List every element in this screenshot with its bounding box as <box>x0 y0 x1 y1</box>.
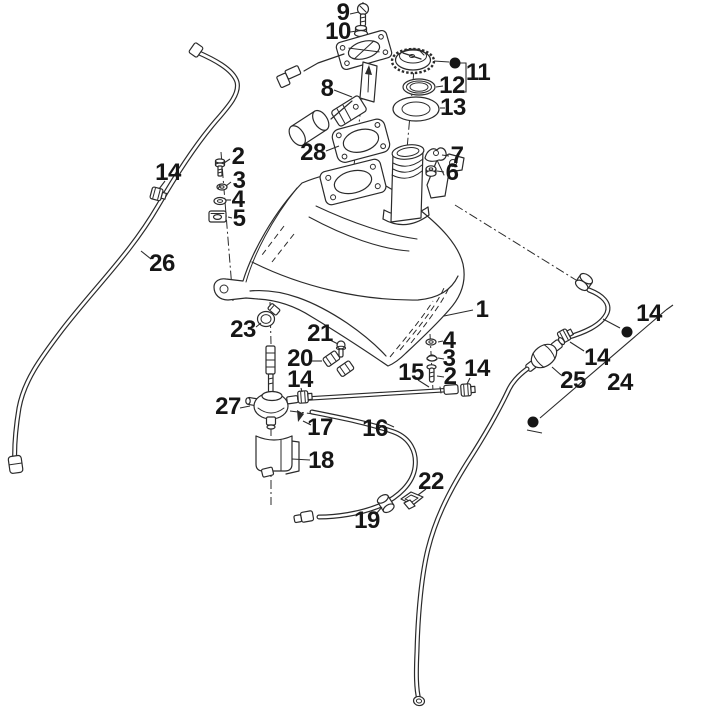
left-fasteners <box>208 158 228 223</box>
clip-17-marker <box>297 410 304 422</box>
grommet-19 <box>376 494 395 514</box>
filler-ring-13 <box>392 96 440 122</box>
part-callout-20: 20 <box>287 345 313 372</box>
part-callout-3: 3 <box>442 345 456 372</box>
breather-hose-26 <box>7 42 238 474</box>
selection-dot <box>449 57 461 69</box>
part-callout-11: 11 <box>465 59 491 86</box>
washer-4-right <box>425 338 437 346</box>
sender-plate <box>335 29 393 71</box>
sender-body <box>288 61 378 147</box>
cap-gasket-12 <box>402 78 436 96</box>
part-callout-28: 28 <box>300 139 326 166</box>
part-callout-7: 7 <box>450 142 464 169</box>
part-callout-14: 14 <box>636 300 662 327</box>
part-callout-8: 8 <box>320 75 334 102</box>
sender-gasket-28 <box>331 118 391 163</box>
nut-3-right <box>426 354 438 362</box>
part-callout-1: 1 <box>475 296 489 323</box>
hose-clamp-14-center <box>297 390 313 404</box>
screw-2-right <box>426 364 437 383</box>
part-callout-2: 2 <box>443 363 457 390</box>
sender-connector <box>276 65 302 89</box>
part-callout-21: 21 <box>307 320 333 347</box>
part-callout-14: 14 <box>155 159 181 186</box>
part-callout-4: 4 <box>231 186 245 213</box>
part-callout-24: 24 <box>607 369 633 396</box>
fuel-tap-assembly <box>245 303 355 478</box>
part-callout-14: 14 <box>464 355 490 382</box>
spring-washer-3-left <box>216 183 228 191</box>
part-callout-23: 23 <box>230 316 256 343</box>
leader-lines <box>140 11 621 515</box>
part-callout-10: 10 <box>325 18 351 45</box>
part-callout-14: 14 <box>287 366 313 393</box>
part-callout-15: 15 <box>398 359 424 386</box>
part-callout-18: 18 <box>308 447 334 474</box>
fuel-tank-1 <box>213 144 465 367</box>
part-callout-5: 5 <box>232 205 246 232</box>
filter-cup-18 <box>255 435 300 478</box>
washer-4-left <box>213 196 227 206</box>
hose-clamp-14-tube-end <box>460 383 476 397</box>
part-callout-3: 3 <box>232 167 246 194</box>
part-callout-13: 13 <box>440 94 466 121</box>
part-callout-22: 22 <box>418 468 444 495</box>
part-callout-14: 14 <box>584 344 610 371</box>
float <box>288 109 330 147</box>
fuel-hose-16 <box>293 412 415 524</box>
part-callout-9: 9 <box>336 0 350 26</box>
part-callout-2: 2 <box>231 143 245 170</box>
part-callout-26: 26 <box>149 250 175 277</box>
selection-dot <box>527 416 539 428</box>
fuel-tube-15 <box>297 383 476 404</box>
neck-clip-7 <box>424 147 447 162</box>
part-callout-16: 16 <box>362 415 388 442</box>
assembly-span-line-24 <box>526 304 674 434</box>
right-fasteners <box>425 338 438 383</box>
fuel-tap-27 <box>245 390 304 430</box>
screw-9 <box>356 2 370 27</box>
fuel-line-assembly-24 <box>412 272 674 707</box>
part-callout-17: 17 <box>307 414 333 441</box>
part-callout-4: 4 <box>442 327 456 354</box>
fuel-sender-8 <box>276 2 393 163</box>
part-callout-19: 19 <box>354 507 380 534</box>
hose-clamp-14-left <box>149 186 168 202</box>
filler-neck <box>382 144 430 226</box>
selection-dot <box>621 326 633 338</box>
part-callout-25: 25 <box>560 367 586 394</box>
nut-6 <box>425 165 437 177</box>
hose-clamp-23 <box>256 303 281 328</box>
clip-22 <box>400 491 424 510</box>
sender-flange <box>319 158 387 206</box>
screw-2-left <box>214 158 226 177</box>
bolt-21 <box>335 340 347 358</box>
nut-5-left <box>208 210 227 223</box>
cable-clips-20 <box>322 350 355 377</box>
part-callout-12: 12 <box>439 72 465 99</box>
part-callout-27: 27 <box>215 393 241 420</box>
part-callout-6: 6 <box>445 159 459 186</box>
tap-stem <box>265 345 276 393</box>
